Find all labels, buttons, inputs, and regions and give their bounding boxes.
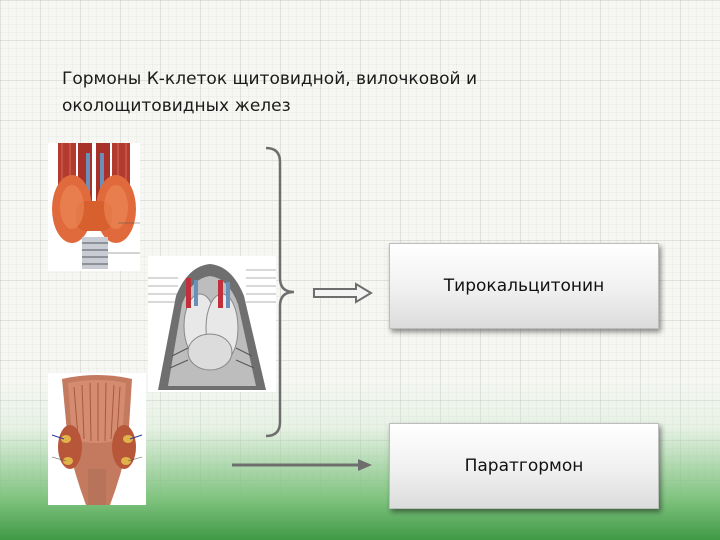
title-line-1: Гормоны К-клеток щитовидной, вилочковой … bbox=[62, 69, 478, 89]
hormone-box-calcitonin: Тирокальцитонин bbox=[389, 243, 659, 329]
slide-title: Гормоны К-клеток щитовидной, вилочковой … bbox=[62, 66, 622, 120]
title-line-2: околощитовидных желез bbox=[62, 96, 291, 116]
hormone-label-parathormone: Паратгормон bbox=[464, 456, 584, 476]
curly-brace-connector bbox=[265, 146, 295, 438]
thyroid-gland-illustration bbox=[48, 143, 140, 271]
arrow-to-parathormone-head bbox=[358, 459, 372, 471]
thymus-illustration bbox=[148, 256, 276, 392]
hormone-box-parathormone: Паратгормон bbox=[389, 423, 659, 509]
parathyroid-glands-illustration bbox=[48, 373, 146, 505]
arrow-to-calcitonin bbox=[313, 282, 373, 304]
hormone-label-calcitonin: Тирокальцитонин bbox=[443, 276, 605, 296]
